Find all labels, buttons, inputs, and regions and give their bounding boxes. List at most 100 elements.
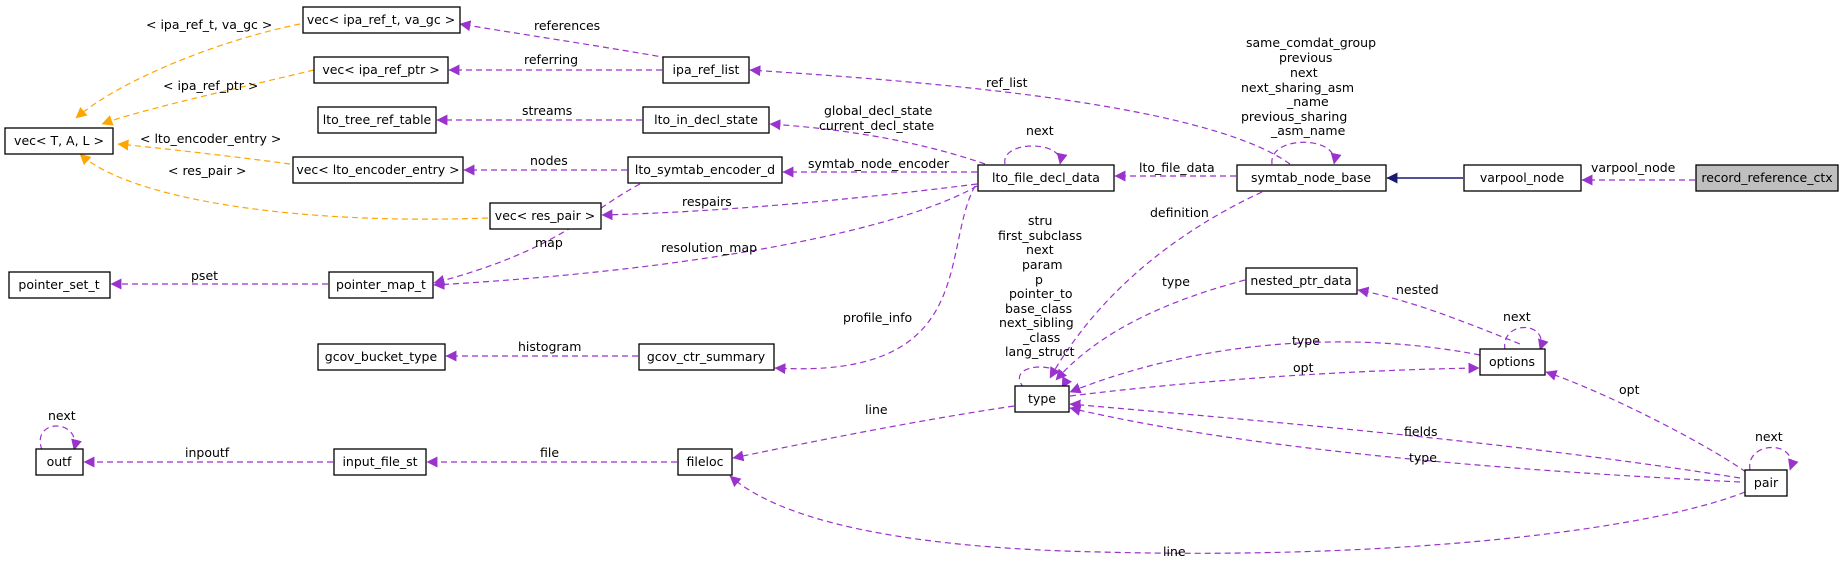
edge-outf-self-loop (39, 425, 82, 451)
node-type[interactable]: type (1014, 385, 1070, 413)
node-vec-res-pair[interactable]: vec< res_pair > (489, 202, 602, 230)
node-pointer-map-t[interactable]: pointer_map_t (328, 271, 434, 299)
edge-label: symtab_node_encoder (808, 156, 950, 171)
node-label: pair (1754, 475, 1779, 490)
edge-label: first_subclass (998, 228, 1082, 243)
edge-label: referring (524, 52, 578, 67)
edge-snb-self-loop (1271, 141, 1342, 165)
node-lto-symtab-encoder-d[interactable]: lto_symtab_encoder_d (627, 156, 783, 184)
edge-label: next (1290, 65, 1318, 80)
edge-fields (1069, 399, 1741, 479)
node-lto-file-decl-data[interactable]: lto_file_decl_data (977, 164, 1115, 192)
node-gcov-ctr-summary[interactable]: gcov_ctr_summary (638, 343, 775, 371)
node-lto-in-decl-state[interactable]: lto_in_decl_state (642, 106, 770, 134)
edge-resolution-map (433, 185, 978, 290)
node-ipa-ref-list[interactable]: ipa_ref_list (662, 56, 750, 84)
edge-label: line (865, 402, 888, 417)
edge-vec-ipa-ref-ptr-to-vec (101, 69, 315, 126)
edge-vec-res-pair-to-vec (79, 153, 489, 220)
edge-label: _asm_name (1270, 123, 1346, 138)
edge-label: type (1409, 450, 1437, 465)
edge-pair-type (1069, 405, 1741, 483)
edge-label: _class (1022, 330, 1060, 345)
edge-references (459, 20, 669, 59)
node-label: symtab_node_base (1251, 170, 1371, 185)
edge-vec-lto-encoder-entry-to-vec (117, 139, 291, 165)
edge-label: < lto_encoder_entry > (140, 131, 281, 146)
edge-definition (1049, 191, 1263, 379)
node-vec-ipa-ref-ptr[interactable]: vec< ipa_ref_ptr > (313, 56, 449, 84)
edge-profile-info (774, 185, 976, 375)
edge-lfdd-next-loop (1004, 145, 1068, 165)
edge-label: base_class (1005, 301, 1072, 316)
node-label: gcov_ctr_summary (647, 349, 766, 364)
edges (39, 20, 1799, 554)
edge-label: current_decl_state (819, 118, 935, 133)
edge-label: next (1503, 309, 1531, 324)
node-symtab-node-base[interactable]: symtab_node_base (1236, 164, 1387, 192)
edge-label: resolution_map (661, 240, 757, 255)
edge-label: same_comdat_group (1246, 35, 1376, 50)
edge-label: next_sharing_asm (1241, 80, 1354, 95)
edge-label: p (1035, 272, 1043, 287)
edge-line-type (732, 405, 1015, 462)
edge-label: lang_struct (1005, 344, 1075, 359)
node-lto-tree-ref-table[interactable]: lto_tree_ref_table (317, 106, 437, 134)
node-label: ipa_ref_list (673, 62, 740, 77)
edge-options-type (1069, 341, 1481, 394)
node-label: vec< T, A, L > (14, 133, 104, 148)
edge-vec-ipa-ref-t-to-vec (75, 23, 301, 119)
edge-nested (1357, 286, 1521, 345)
node-pointer-set-t[interactable]: pointer_set_t (8, 271, 111, 299)
node-vec-ipa-ref-t-va-gc[interactable]: vec< ipa_ref_t, va_gc > (302, 6, 461, 34)
edge-options-self-loop (1504, 327, 1549, 351)
edge-label: < ipa_ref_ptr > (163, 78, 258, 93)
edge-label: map (535, 235, 563, 250)
node-label: vec< ipa_ref_t, va_gc > (307, 12, 455, 27)
edge-label: fields (1404, 424, 1437, 439)
node-label: lto_tree_ref_table (323, 112, 432, 127)
node-vec-lto-encoder-entry[interactable]: vec< lto_encoder_entry > (292, 156, 464, 184)
edge-global-decl-state (769, 119, 986, 165)
node-label: nested_ptr_data (1250, 273, 1351, 288)
node-label: options (1489, 354, 1535, 369)
edge-map (433, 183, 641, 286)
node-label: outf (47, 454, 72, 469)
edge-label: next (1026, 123, 1054, 138)
edge-label: nested (1396, 282, 1439, 297)
node-label: input_file_st (342, 454, 417, 469)
node-varpool-node[interactable]: varpool_node (1463, 164, 1582, 192)
edge-label: _name (1286, 94, 1329, 109)
node-outf[interactable]: outf (35, 448, 84, 476)
edge-label: references (534, 18, 600, 33)
node-gcov-bucket-type[interactable]: gcov_bucket_type (317, 343, 446, 371)
edge-label: next_sibling (999, 315, 1074, 330)
node-label: fileloc (686, 454, 723, 469)
edge-labels: < ipa_ref_t, va_gc > < ipa_ref_ptr > < l… (48, 17, 1783, 559)
node-nested-ptr-data[interactable]: nested_ptr_data (1245, 267, 1358, 295)
node-vec-t-a-l[interactable]: vec< T, A, L > (4, 127, 114, 155)
node-options[interactable]: options (1479, 348, 1546, 376)
edge-label: type (1292, 333, 1320, 348)
edge-label: profile_info (843, 310, 912, 325)
node-label: lto_file_decl_data (992, 170, 1100, 185)
edge-label: histogram (518, 339, 581, 354)
node-fileloc[interactable]: fileloc (677, 448, 733, 476)
node-record-reference-ctx[interactable]: record_reference_ctx (1695, 164, 1839, 192)
edge-opt-pair-to-options (1545, 370, 1747, 473)
node-pair[interactable]: pair (1744, 469, 1788, 497)
node-label: lto_in_decl_state (654, 112, 758, 127)
edge-label: pointer_to (1009, 286, 1073, 301)
edge-label: type (1162, 274, 1190, 289)
edge-label: stru (1028, 213, 1052, 228)
node-label: pointer_set_t (18, 277, 99, 292)
edge-label: previous_sharing (1241, 109, 1347, 124)
node-label: pointer_map_t (336, 277, 426, 292)
edge-label: line (1163, 544, 1186, 559)
node-input-file-st[interactable]: input_file_st (333, 448, 427, 476)
edge-label: next (1755, 429, 1783, 444)
edge-label: pset (191, 268, 218, 283)
edge-label: < ipa_ref_t, va_gc > (146, 17, 272, 32)
edge-label: previous (1279, 50, 1332, 65)
